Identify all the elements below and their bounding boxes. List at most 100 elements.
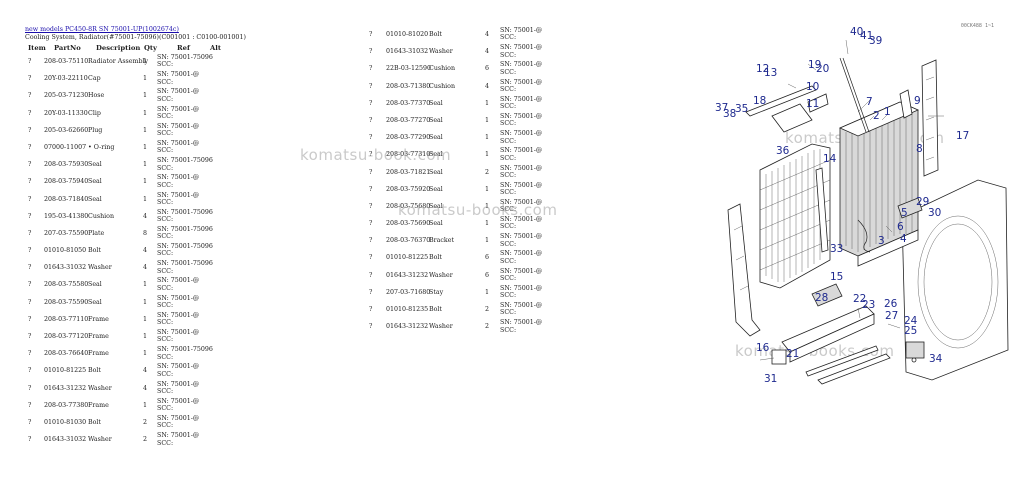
callout-17: 17 <box>956 130 969 142</box>
row-description: Washer <box>429 271 453 279</box>
callout-7: 7 <box>866 96 873 108</box>
row-item: ? <box>369 168 373 176</box>
callout-11: 11 <box>806 98 819 110</box>
row-item: ? <box>28 264 32 272</box>
callout-39: 39 <box>869 35 882 47</box>
radiator-core <box>839 101 919 267</box>
row-ref: SN: 75001-@SCC: <box>157 88 200 103</box>
callout-27: 27 <box>885 310 898 322</box>
row-qty: 2 <box>485 306 490 313</box>
row-ref: SN: 75001-@SCC: <box>500 44 543 59</box>
row-ref: SN: 75001-@SCC: <box>500 181 543 197</box>
callout-23: 23 <box>862 299 875 311</box>
row-item: ? <box>369 82 373 90</box>
callout-18: 18 <box>753 95 766 107</box>
row-item: ? <box>28 178 32 186</box>
row-qty: 1 <box>485 185 490 193</box>
callout-1: 1 <box>884 106 891 118</box>
row-description: Bolt <box>429 254 442 262</box>
row-partno: 208-03-77120 <box>44 333 89 340</box>
row-qty: 1 <box>143 143 148 151</box>
row-item: ? <box>369 31 373 38</box>
callout-19: 19 <box>808 59 821 71</box>
row-item: ? <box>28 367 32 375</box>
row-item: ? <box>369 99 373 107</box>
row-qty: 6 <box>485 271 490 279</box>
callout-36: 36 <box>776 145 790 157</box>
row-ref: SN: 75001-@SCC: <box>500 233 543 248</box>
row-qty: 1 <box>485 151 490 159</box>
row-partno: 01643-31232 <box>44 384 87 392</box>
callout-37: 37 <box>715 102 728 114</box>
row-partno: 208-03-77370 <box>386 99 431 107</box>
row-item: ? <box>28 109 32 117</box>
row-item: ? <box>369 288 373 296</box>
row-partno: 208-03-75110 <box>44 58 89 65</box>
row-description: Cushion <box>429 82 456 90</box>
row-qty: 1 <box>143 195 148 203</box>
row-item: ? <box>369 116 373 124</box>
row-ref: SN: 75001-@SCC: <box>500 27 543 42</box>
row-description: Seal <box>429 220 443 228</box>
row-description: Seal <box>429 134 443 142</box>
row-qty: 1 <box>143 75 148 83</box>
callout-35: 35 <box>735 103 748 115</box>
row-qty: 1 <box>143 401 148 409</box>
row-partno: 208-03-75930 <box>44 161 89 169</box>
row-ref: SN: 75001-@SCC: <box>157 139 200 155</box>
row-ref: SN: 75001-@SCC: <box>157 277 200 292</box>
row-partno: 208-03-71840 <box>44 195 89 203</box>
row-item: ? <box>28 384 32 392</box>
row-qty: 1 <box>143 333 148 340</box>
model-link[interactable]: new models PC450-8R SN 75001-UP(1002674c… <box>25 26 179 33</box>
row-item: ? <box>369 48 373 56</box>
callout-40: 40 <box>850 26 863 38</box>
row-item: ? <box>28 281 32 289</box>
callout-6: 6 <box>897 221 904 233</box>
row-ref: SN: 75001-@SCC: <box>500 61 543 76</box>
row-qty: 1 <box>485 288 490 296</box>
row-ref: SN: 75001-@SCC: <box>157 174 200 189</box>
row-qty: 4 <box>485 31 490 38</box>
callout-29: 29 <box>916 196 929 208</box>
row-item: ? <box>28 92 32 100</box>
row-description: Plug <box>88 126 103 134</box>
row-item: ? <box>369 151 373 159</box>
table-header: Item PartNo Description Qty Ref Alt <box>25 44 225 53</box>
row-description: Seal <box>88 195 102 203</box>
row-ref: SN: 75001-@SCC: <box>500 112 543 128</box>
row-item: ? <box>369 323 373 331</box>
row-description: Cap <box>88 75 101 83</box>
row-qty: 1 <box>143 161 148 169</box>
frame-left <box>727 203 761 337</box>
oil-cooler-core <box>759 143 831 289</box>
row-item: ? <box>369 65 373 73</box>
row-ref: SN: 75001-@SCC: <box>157 105 200 120</box>
callout-20: 20 <box>816 63 829 75</box>
callout-3: 3 <box>878 235 885 247</box>
exploded-parts-diagram: 1 2 3 4 5 6 7 8 9 10 11 12 13 14 15 16 1… <box>715 26 1009 385</box>
row-description: Bracket <box>429 237 454 245</box>
callout-21: 21 <box>786 348 799 360</box>
